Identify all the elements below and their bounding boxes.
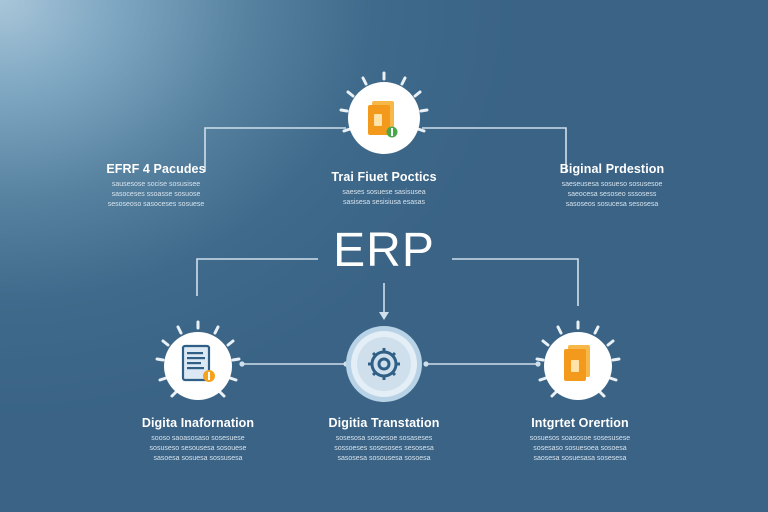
node-description: sosuesos soasosoe sosesusese sosesaso so… <box>529 435 631 462</box>
stacked-app-icon <box>368 101 398 138</box>
connector-erp-right <box>452 258 579 306</box>
node-bottom-right: Intgrtet Orertion sosuesos soasosoe sose… <box>500 416 660 464</box>
node-description: sooso saoasosaso sosesuese sosuseso seso… <box>149 435 247 462</box>
connector-dot <box>239 361 245 367</box>
node-title: Digita Inafornation <box>141 416 255 430</box>
node-description: saeses sosuese sasisusea sasisesa sesisi… <box>342 189 426 206</box>
badge-bottom-right <box>535 320 621 400</box>
badge-top-center <box>339 71 429 154</box>
node-description: sausesose socise sosusisee sasoceses sso… <box>107 181 205 208</box>
sunburst-rays <box>339 71 429 133</box>
node-description: sosesosa sosoesoe sosaseses sossoeses so… <box>334 435 434 462</box>
node-top-center: Trai Fiuet Poctics saeses sosuese sasisu… <box>304 170 464 208</box>
connector-dot <box>423 361 429 367</box>
node-top-right: Biginal Prdestion saeseusesa sosueso sos… <box>532 162 692 210</box>
stacked-app-icon <box>564 345 590 381</box>
connector-dot <box>535 361 541 367</box>
diagram-title: ERP <box>333 224 435 277</box>
gear-cycle-icon <box>368 348 400 380</box>
node-bottom-center: Digitia Transtation sosesosa sosoesoe so… <box>304 416 464 464</box>
node-title: Digitia Transtation <box>328 416 440 430</box>
node-title: EFRF 4 Pacudes <box>106 162 206 176</box>
connector-erp-left <box>196 258 318 296</box>
node-bottom-left: Digita Inafornation sooso saoasosaso sos… <box>118 416 278 464</box>
badge-bottom-left <box>155 320 241 400</box>
arrow-down-icon <box>379 312 389 320</box>
node-title: Biginal Prdestion <box>559 162 665 176</box>
node-top-left: EFRF 4 Pacudes sausesose socise sosusise… <box>76 162 236 210</box>
connector-top-right <box>422 127 567 172</box>
sunburst-rays <box>535 320 621 398</box>
sunburst-rays <box>155 320 241 398</box>
node-description: saeseusesa sosueso sosusesoe saeocesa se… <box>561 181 663 208</box>
node-title: Intgrtet Orertion <box>531 416 629 430</box>
connector-top-left <box>204 127 346 172</box>
document-icon <box>181 344 215 382</box>
node-title: Trai Fiuet Poctics <box>331 170 437 184</box>
badge-bottom-center <box>346 326 422 402</box>
